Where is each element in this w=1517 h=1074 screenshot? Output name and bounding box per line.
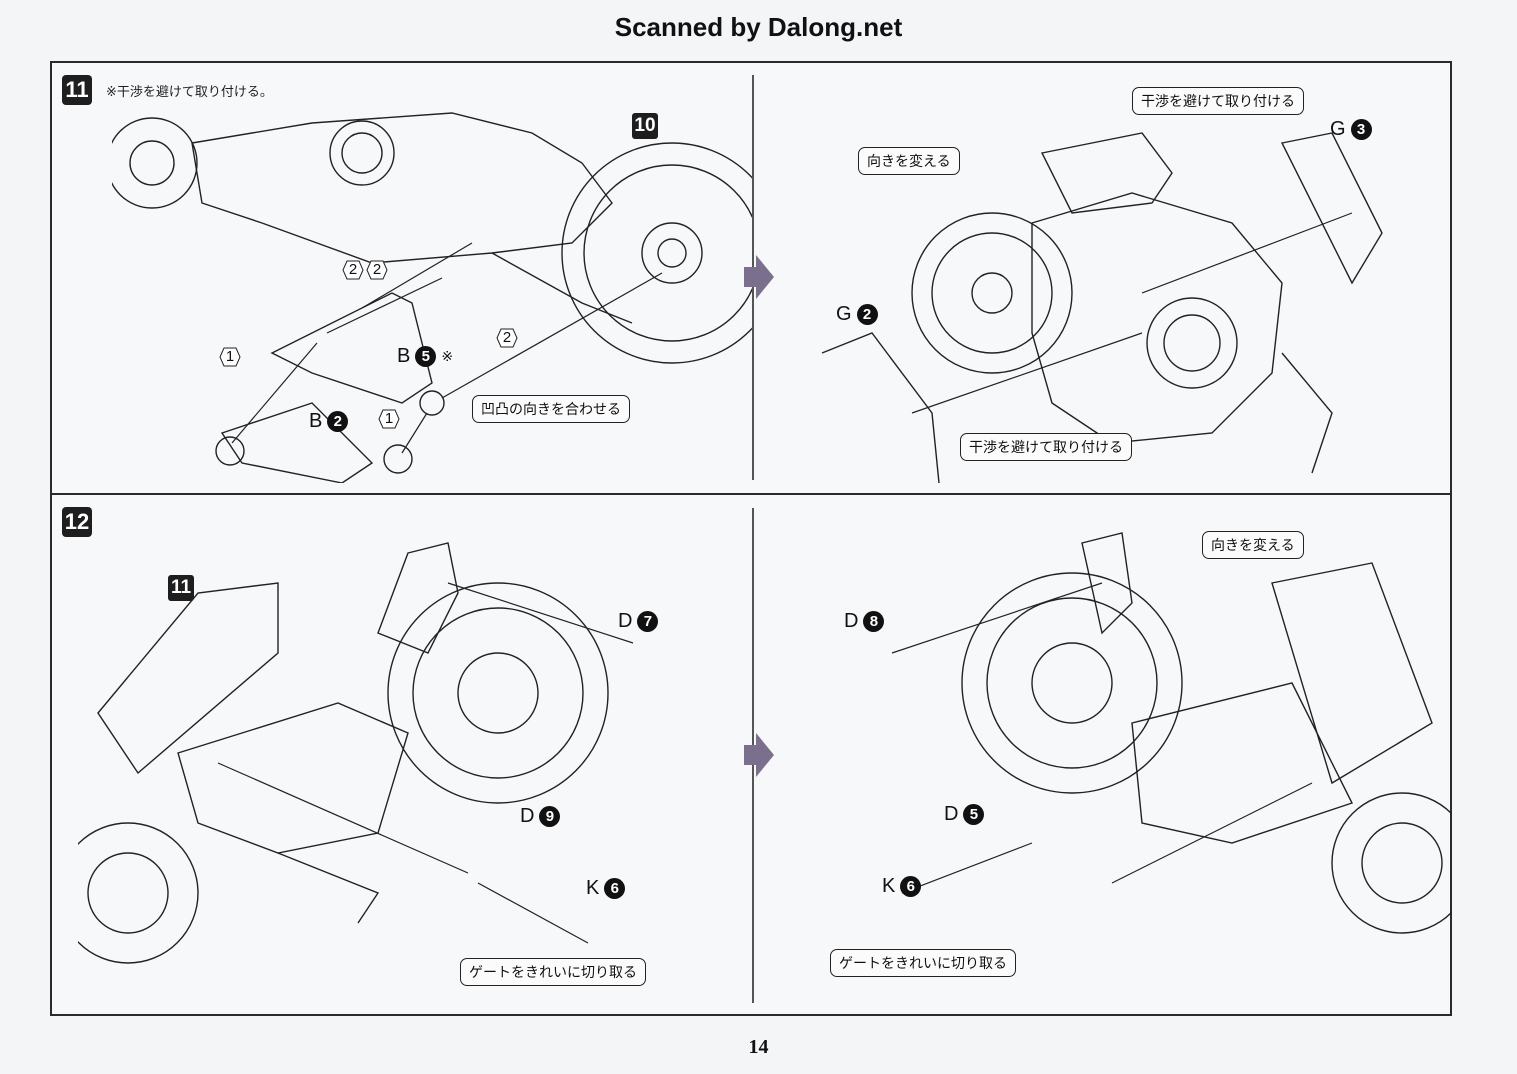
connector-label: 2 [366,260,388,280]
callout-trim-gate: ゲートをきれいに切り取る [460,958,646,986]
arrow-right-icon [744,255,774,299]
step-number-11: 11 [62,75,92,105]
ref-step-badge: 11 [168,575,194,601]
connector-label: 1 [219,347,241,367]
step-divider [52,493,1450,495]
callout-avoid-interference: 干渉を避けて取り付ける [960,433,1132,461]
motorcycle-left-side-illustration [78,542,634,964]
motorcycle-right-side-illustration [891,532,1452,934]
step-number-12: 12 [62,507,92,537]
callout-change-orientation: 向きを変える [858,147,960,175]
step-note: ※干渉を避けて取り付ける。 [106,85,273,100]
motorcycle-front-illustration [821,132,1383,483]
ref-step-badge: 10 [632,113,658,139]
callout-align-notches: 凹凸の向きを合わせる [472,395,630,423]
connector-label: 2 [496,328,518,348]
motorcycle-rear-illustration [112,112,752,483]
callout-change-orientation: 向きを変える [1202,531,1304,559]
callout-trim-gate: ゲートをきれいに切り取る [830,949,1016,977]
scan-credit: Scanned by Dalong.net [614,12,903,42]
connector-label: 1 [378,409,400,429]
connector-label: 2 [342,260,364,280]
arrow-right-icon [744,733,774,777]
page-number: 14 [748,1036,769,1058]
callout-avoid-interference: 干渉を避けて取り付ける [1132,87,1304,115]
